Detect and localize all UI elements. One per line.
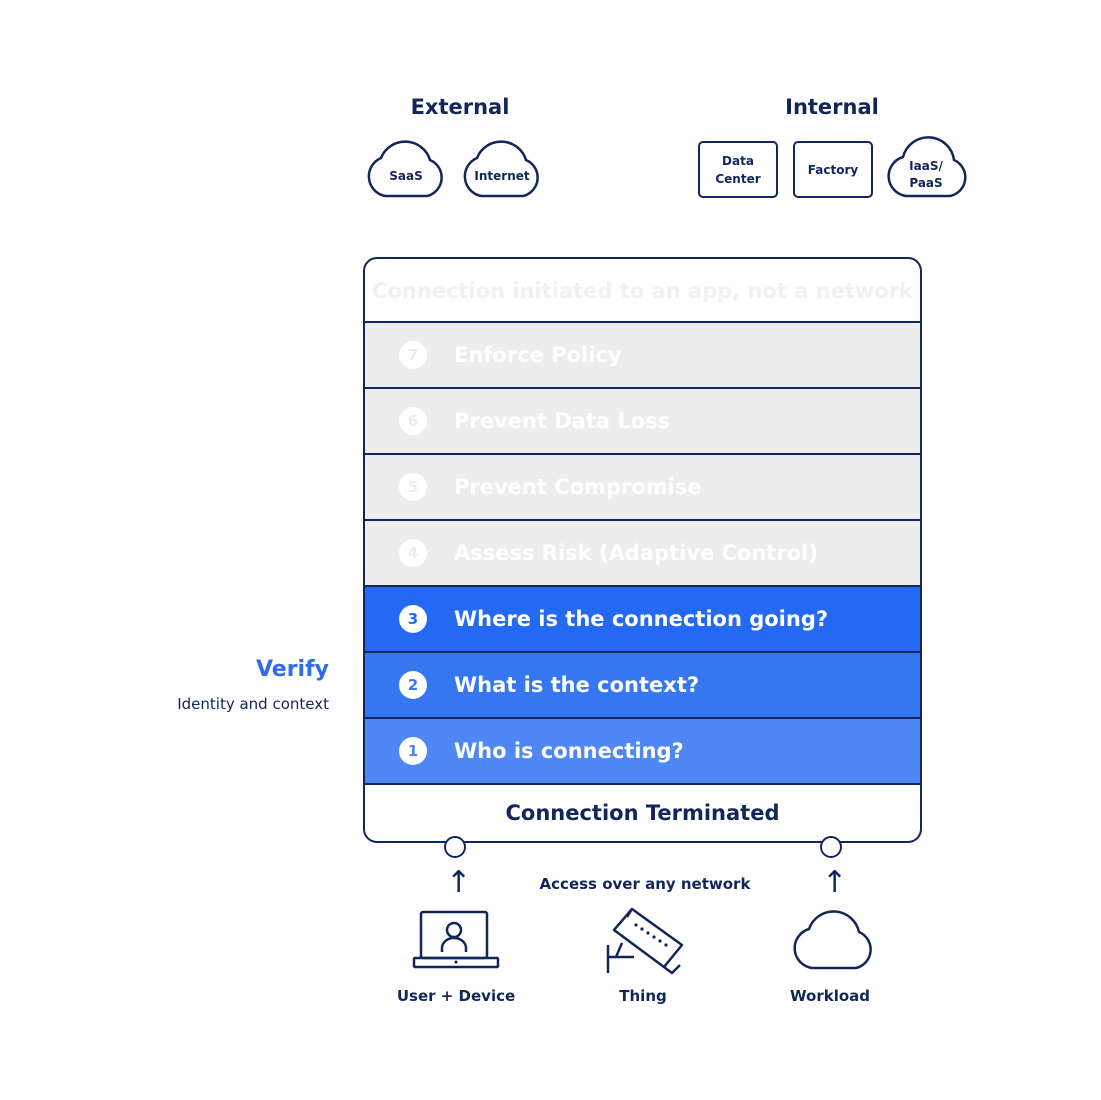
stack-top-row: Connection initiated to an app, not a ne… — [365, 259, 920, 321]
step-5-row: 5 Prevent Compromise — [365, 453, 920, 519]
camera-icon — [606, 907, 684, 975]
external-heading: External — [410, 95, 510, 119]
step-5-number: 5 — [399, 473, 427, 501]
step-5-label: Prevent Compromise — [454, 475, 702, 499]
step-7-row: 7 Enforce Policy — [365, 321, 920, 387]
step-6-number: 6 — [399, 407, 427, 435]
saas-label: SaaS — [389, 169, 423, 183]
step-4-row: 4 Assess Risk (Adaptive Control) — [365, 519, 920, 585]
external-clouds — [367, 140, 539, 198]
factory-label: Factory — [807, 162, 859, 177]
iaas-label-line1: IaaS/ — [909, 159, 943, 173]
internet-label: Internet — [474, 169, 530, 183]
step-4-label: Assess Risk (Adaptive Control) — [454, 541, 818, 565]
internet-cloud-icon — [463, 140, 539, 198]
security-stack: Connection initiated to an app, not a ne… — [363, 257, 922, 843]
iaas-cloud — [887, 136, 967, 198]
user-device-label: User + Device — [396, 987, 516, 1005]
step-4-number: 4 — [399, 539, 427, 567]
step-1-label: Who is connecting? — [454, 739, 684, 763]
verify-title: Verify — [255, 657, 329, 682]
laptop-user-icon — [412, 910, 500, 969]
user-up-arrow-icon: ↑ — [446, 865, 472, 900]
data-center-box: Data Center — [698, 141, 778, 198]
saas-cloud-icon — [367, 140, 443, 198]
stack-top-text: Connection initiated to an app, not a ne… — [371, 279, 914, 303]
access-label: Access over any network — [539, 875, 751, 893]
workload-label: Workload — [790, 987, 870, 1005]
factory-box: Factory — [793, 141, 873, 198]
iaas-cloud-icon — [887, 136, 967, 198]
step-6-label: Prevent Data Loss — [454, 409, 671, 433]
step-3-number: 3 — [399, 605, 427, 633]
step-2-row: 2 What is the context? — [365, 651, 920, 717]
data-center-label-line2: Center — [715, 171, 761, 186]
connection-terminated-label: Connection Terminated — [505, 801, 780, 825]
stack-bottom-row: Connection Terminated — [365, 783, 920, 841]
iaas-label: IaaS/ PaaS — [896, 158, 956, 192]
step-1-number: 1 — [399, 737, 427, 765]
workload-cloud-icon — [793, 910, 872, 970]
thing-label: Thing — [619, 987, 667, 1005]
step-2-number: 2 — [399, 671, 427, 699]
iaas-label-line2: PaaS — [909, 176, 943, 190]
step-7-number: 7 — [399, 341, 427, 369]
internal-heading: Internal — [785, 95, 879, 119]
verify-subtitle: Identity and context — [177, 695, 329, 713]
step-2-label: What is the context? — [454, 673, 700, 697]
workload-port-connector — [820, 836, 842, 858]
data-center-label-line1: Data — [722, 153, 754, 168]
step-3-row: 3 Where is the connection going? — [365, 585, 920, 651]
workload-up-arrow-icon: ↑ — [822, 865, 848, 900]
step-3-label: Where is the connection going? — [454, 607, 829, 631]
user-port-connector — [444, 836, 466, 858]
step-1-row: 1 Who is connecting? — [365, 717, 920, 783]
step-7-label: Enforce Policy — [454, 343, 622, 367]
step-6-row: 6 Prevent Data Loss — [365, 387, 920, 453]
